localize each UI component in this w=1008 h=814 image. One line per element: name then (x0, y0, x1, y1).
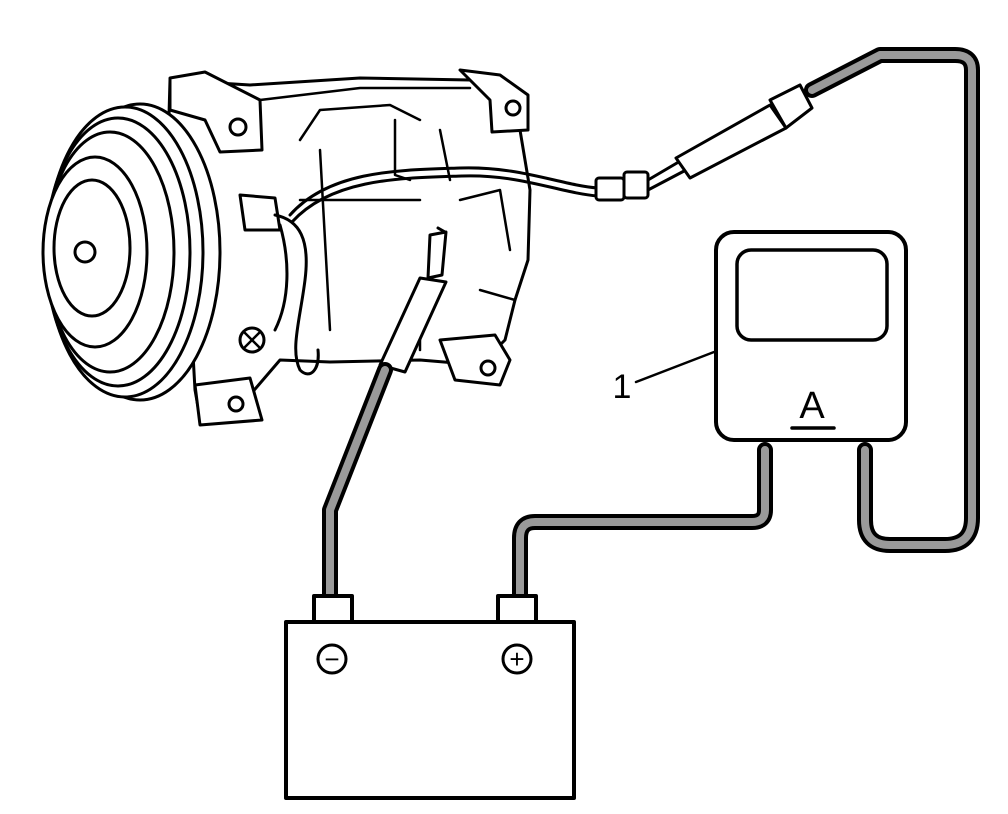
battery: − + (284, 594, 576, 800)
callout-1: 1 (613, 350, 716, 406)
callout-label: 1 (613, 368, 632, 406)
meter-display (735, 248, 889, 342)
battery-positive-terminal (496, 594, 538, 624)
test-cables (322, 47, 980, 608)
negative-terminal-icon (316, 643, 348, 675)
ammeter: A (714, 230, 908, 442)
meter-lead-probe (674, 83, 814, 180)
clutch-lead-wire (288, 158, 688, 224)
battery-negative-terminal (312, 594, 354, 624)
clutch-pulley (41, 102, 222, 402)
negative-symbol: − (324, 644, 339, 674)
battery-negative-probe (378, 226, 448, 374)
callout-leader-line (634, 350, 716, 384)
ac-compressor (41, 68, 532, 427)
meter-symbol: A (799, 385, 825, 427)
positive-symbol: + (509, 644, 524, 674)
positive-terminal-icon (501, 643, 533, 675)
